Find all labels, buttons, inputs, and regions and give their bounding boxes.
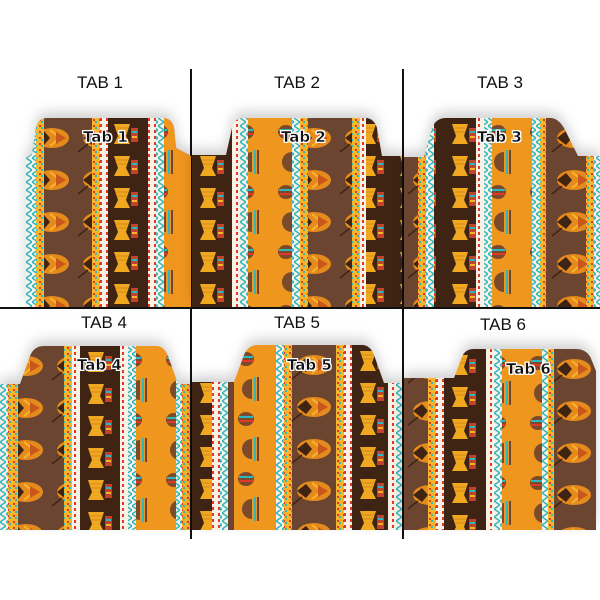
panel-title-2: TAB 2	[274, 73, 320, 92]
panel-title-6: TAB 6	[480, 315, 526, 334]
tab-label-1: Tab 1	[83, 128, 128, 146]
panel-title-3: TAB 3	[477, 73, 523, 92]
tab-divider-2	[192, 118, 402, 307]
tab-label-2: Tab 2	[281, 128, 326, 146]
vertical-divider-1	[190, 69, 192, 539]
tab-label-4: Tab 4	[77, 356, 122, 374]
tab-label-3: Tab 3	[477, 128, 522, 146]
horizontal-divider	[0, 307, 600, 309]
panel-title-1: TAB 1	[77, 73, 123, 92]
tab-divider-1	[26, 118, 191, 307]
tab-divider-6	[404, 349, 596, 530]
vertical-divider-2	[402, 69, 404, 539]
panel-title-5: TAB 5	[274, 313, 320, 332]
tab-label-5: Tab 5	[287, 356, 332, 374]
tab-divider-4	[0, 346, 190, 530]
tab-label-6: Tab 6	[506, 360, 551, 378]
tab-divider-3	[404, 118, 600, 307]
tab-divider-5	[192, 345, 402, 530]
panel-title-4: TAB 4	[81, 313, 127, 332]
